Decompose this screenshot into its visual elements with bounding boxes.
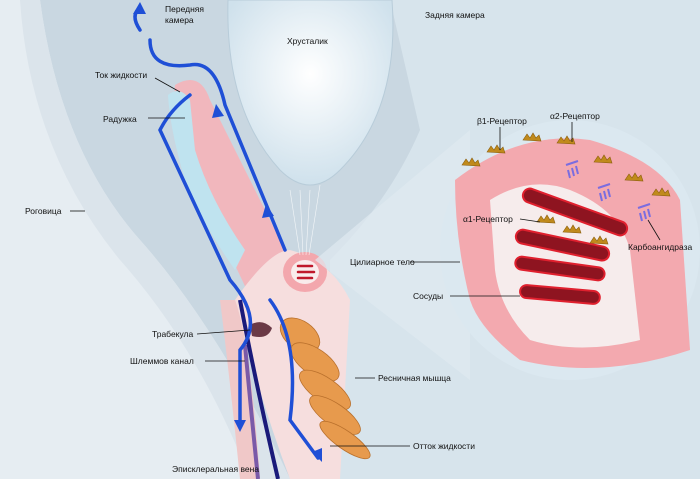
lens [227,0,394,186]
sclera [20,0,290,479]
ciliary-process-vessels [296,264,316,280]
trabecula [250,322,272,337]
label-iris: Радужка [103,114,137,124]
label-vessels: Сосуды [413,291,443,301]
label-cornea: Роговица [25,206,62,216]
magnification-cone [315,130,470,380]
label-alpha1-receptor: α1-Рецептор [463,214,513,224]
label-beta1-receptor: β1-Рецептор [477,116,527,126]
label-anterior-chamber-2: камера [165,15,194,25]
carbonic-anhydrase-enzymes [565,160,651,222]
label-carbonic-anhydrase: Карбоангидраза [628,242,692,252]
leader-lines [70,77,661,447]
episcleral-vein [238,299,280,479]
label-trabecula: Трабекула [152,329,194,339]
label-alpha2-receptor: α2-Рецептор [550,111,600,121]
iris-pigment [168,91,245,270]
label-ciliary-body: Цилиарное тело [350,257,415,267]
label-episcleral-vein: Эписклеральная вена [172,464,259,474]
zonule-fibers [289,184,321,256]
label-fluid-outflow: Отток жидкости [413,441,475,451]
label-posterior-chamber: Задняя камера [425,10,485,20]
fluid-flow-arrows [133,2,322,462]
schlemm-canal [243,344,260,479]
label-lens: Хрусталик [287,36,328,46]
label-ciliary-muscle: Ресничная мышца [378,373,451,383]
label-anterior-chamber-1: Передняя [165,4,204,14]
receptors [461,132,671,245]
ciliary-muscle [279,317,371,460]
vessels [514,187,629,305]
iris [174,80,300,320]
label-fluid-flow: Ток жидкости [95,70,147,80]
label-schlemm-canal: Шлеммов канал [130,356,194,366]
